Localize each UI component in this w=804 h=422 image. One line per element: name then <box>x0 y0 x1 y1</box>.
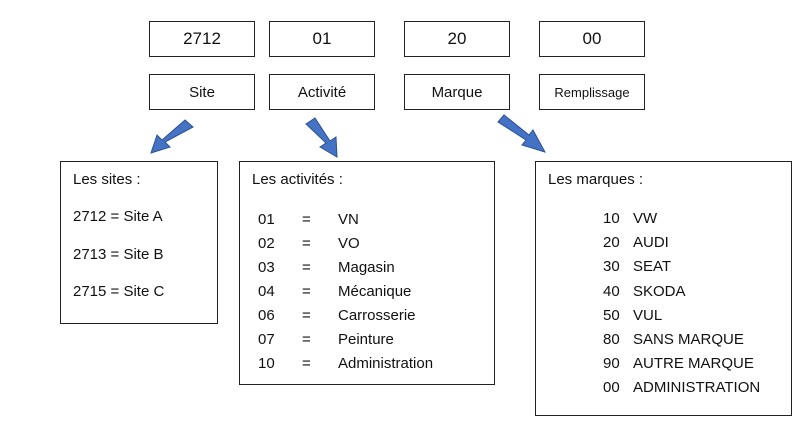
code-value-text: 20 <box>447 29 467 48</box>
site-item: 2712 = Site A <box>73 208 163 225</box>
marque-code: 40 <box>603 282 620 300</box>
activite-name: Mécanique <box>338 283 412 300</box>
code-label-site: Site <box>149 74 255 110</box>
activite-name: Peinture <box>338 331 394 348</box>
activite-equals: = <box>302 283 311 300</box>
code-label-remplissage: Remplissage <box>539 74 645 110</box>
code-value-remplissage: 00 <box>539 21 645 57</box>
activite-equals: = <box>302 211 311 228</box>
marque-name: SANS MARQUE <box>633 331 744 348</box>
marque-code: 20 <box>603 234 620 252</box>
site-item: 2713 = Site B <box>73 246 164 263</box>
marque-code: 50 <box>603 306 620 324</box>
activite-equals: = <box>302 355 311 372</box>
sites-panel: Les sites : 2712 = Site A 2713 = Site B … <box>60 161 218 324</box>
marque-code: 90 <box>603 355 620 373</box>
activite-code: 06 <box>258 307 275 324</box>
activite-name: Administration <box>338 355 434 372</box>
marque-name: VW <box>633 210 658 227</box>
activite-name: Magasin <box>338 259 395 276</box>
arrow-activite <box>305 117 338 158</box>
arrow-marque <box>497 114 547 153</box>
code-label-text: Activité <box>297 83 347 101</box>
marque-name: ADMINISTRATION <box>633 379 761 397</box>
activite-code: 07 <box>258 331 275 348</box>
activite-name: Carrosserie <box>338 307 416 324</box>
activite-name: VN <box>338 211 359 228</box>
marque-code: 10 <box>603 210 620 227</box>
marque-name: SEAT <box>633 258 672 276</box>
activite-code: 01 <box>258 211 275 228</box>
marque-name: AUTRE MARQUE <box>633 355 754 373</box>
activite-equals: = <box>302 235 311 252</box>
marques-panel: Les marques : 10 VW 20 AUDI 30 SEAT 40 SKODA 50 V… <box>535 161 792 416</box>
activite-code: 04 <box>258 283 275 300</box>
activite-name: VO <box>338 235 360 252</box>
marque-code: 00 <box>603 379 620 397</box>
code-label-text: Remplissage <box>554 84 630 100</box>
activite-code: 10 <box>258 355 275 372</box>
code-value-text: 2712 <box>183 29 221 48</box>
code-value-text: 00 <box>582 29 602 48</box>
activite-equals: = <box>302 331 311 348</box>
activite-code: 03 <box>258 259 275 276</box>
code-value-activite: 01 <box>269 21 375 57</box>
code-value-text: 01 <box>312 29 332 48</box>
marque-name: AUDI <box>633 234 669 252</box>
marque-name: VUL <box>633 306 663 324</box>
activite-equals: = <box>302 307 311 324</box>
activite-code: 02 <box>258 235 275 252</box>
marque-name: SKODA <box>633 282 686 300</box>
sites-title: Les sites : <box>73 171 141 188</box>
code-value-marque: 20 <box>404 21 510 57</box>
code-label-marque: Marque <box>404 74 510 110</box>
marque-code: 30 <box>603 258 620 276</box>
site-item: 2715 = Site C <box>73 283 165 300</box>
code-label-text: Site <box>189 83 215 101</box>
code-value-site: 2712 <box>149 21 255 57</box>
activite-equals: = <box>302 259 311 276</box>
arrow-site <box>150 119 194 154</box>
activites-title: Les activités : <box>252 171 343 188</box>
code-label-text: Marque <box>431 83 483 101</box>
activites-panel: Les activités : 01 = VN 02 = VO 03 = Magasin 04 = M… <box>239 161 495 385</box>
marques-title: Les marques : <box>548 171 644 188</box>
code-label-activite: Activité <box>269 74 375 110</box>
marque-code: 80 <box>603 331 620 348</box>
